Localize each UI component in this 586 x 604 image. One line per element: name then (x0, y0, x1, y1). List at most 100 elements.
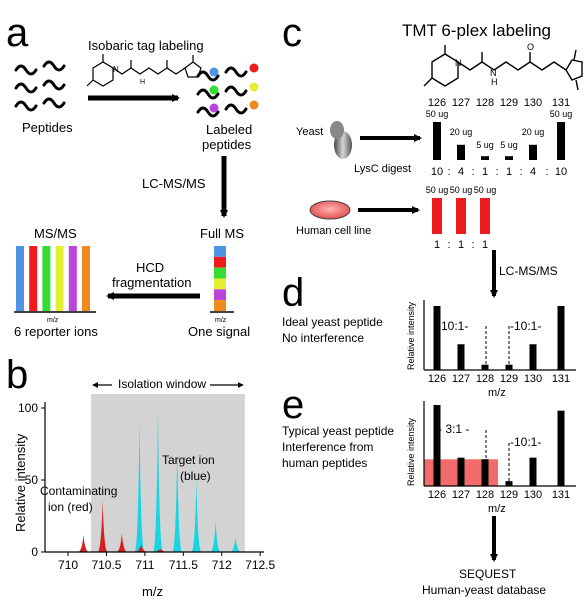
reporter-bar (505, 481, 513, 486)
channel-tick-label: 127 (452, 373, 470, 385)
channel-tick-label: 129 (500, 489, 518, 501)
reporter-bar (505, 364, 513, 370)
d-ratio-left: -10:1- (437, 319, 468, 333)
reporter-bar (481, 459, 489, 486)
human-amount-bar (480, 198, 490, 234)
x-tick-label: 712.5 (245, 558, 275, 572)
channel-tick-label: 128 (476, 489, 494, 501)
d-ylabel: Relative intensity (406, 301, 416, 370)
reporter-bar (433, 305, 441, 370)
channel-label: 131 (552, 97, 570, 109)
yeast-ratio-token: 10 (555, 166, 567, 178)
human-ratio-token: 1 (458, 239, 464, 251)
tag-dot (249, 82, 259, 92)
e-xlabel: m/z (488, 503, 506, 515)
tag-dots (209, 63, 259, 113)
yeast-amount-bar (557, 122, 565, 160)
e-ratio-right: -10:1- (510, 435, 541, 449)
x-tick-label: 712 (212, 558, 232, 572)
isobaric-tag-label: Isobaric tag labeling (88, 38, 204, 53)
contaminating-ion-peak (78, 534, 89, 552)
yeast-ratio-token: : (545, 166, 548, 178)
tmt-structure-c (423, 45, 583, 91)
reporter-bar (557, 410, 565, 486)
channel-tick-label: 129 (500, 373, 518, 385)
x-tick-label: 710.5 (91, 558, 121, 572)
yeast-ratio-token: : (519, 166, 522, 178)
channel-label: 129 (500, 97, 518, 109)
target-ion-peak (172, 449, 183, 552)
d-xlabel: m/z (488, 387, 506, 399)
e-ylabel: Relative intensity (406, 417, 416, 486)
reporter-bar (529, 457, 537, 486)
reporter-bar (457, 457, 465, 486)
yeast-amount-label: 20 ug (522, 127, 545, 137)
contaminating-ion-peak (155, 549, 166, 552)
nh-label-a: H (140, 79, 145, 86)
yeast-ratio-token: 10 (431, 166, 443, 178)
reporter-ion-bar (29, 246, 38, 311)
human-ratio-token: 1 (482, 239, 488, 251)
panel-e: e Typical yeast peptide Interference fro… (282, 383, 576, 597)
tag-dot (209, 67, 219, 77)
lcms-label-c: LC-MS/MS (499, 264, 558, 278)
tag-dot (249, 63, 259, 73)
channel-tick-label: 127 (452, 489, 470, 501)
human-ratio-token: : (447, 239, 450, 251)
spectrum-ylabel: Relative intensity (13, 433, 28, 532)
one-signal-label: One signal (188, 324, 250, 339)
d-line2: No interference (282, 331, 364, 345)
yeast-amount-label: 50 ug (426, 109, 449, 119)
human-amount-label: 50 ug (426, 185, 449, 195)
h-label-c: H (491, 77, 498, 87)
human-amount-bar (456, 198, 466, 234)
reporter-ion-bars (16, 246, 90, 311)
yeast-cell-icon (330, 121, 344, 139)
isolation-window-label: Isolation window (118, 377, 206, 391)
human-ratio-token: 1 (434, 239, 440, 251)
reporter-bar (529, 344, 537, 370)
full-ms-segment (214, 300, 226, 311)
hcd-line1: HCD (136, 260, 164, 275)
full-ms-segment (214, 246, 226, 257)
target-ion-peak (153, 408, 163, 552)
x-tick-label: 710 (58, 558, 78, 572)
reporter-bar (457, 344, 465, 370)
yeast-amount-bar (457, 144, 465, 160)
yeast-amount-label: 5 ug (476, 140, 494, 150)
yeast-amount-bar (505, 156, 513, 160)
channel-tick-label: 126 (428, 373, 446, 385)
full-ms-signal (214, 246, 226, 311)
channel-label: 128 (476, 97, 494, 109)
full-ms-segment (214, 278, 226, 290)
full-ms-mz: m/z (215, 317, 227, 324)
yeast-amount-label: 50 ug (550, 109, 573, 119)
yeast-ratio-token: : (495, 166, 498, 178)
channel-tick-label: 130 (524, 373, 542, 385)
yeast-amount-bar (433, 122, 441, 160)
reporter-ion-bar (55, 246, 64, 311)
y-tick-label: 0 (31, 545, 38, 559)
channel-tick-label: 130 (524, 489, 542, 501)
e-line3: human peptides (282, 456, 367, 470)
reporter-ion-bar (82, 246, 90, 311)
labeled-peptides-squiggles (196, 66, 248, 118)
target-ion-peak (210, 520, 221, 552)
hcd-line2: fragmentation (112, 275, 192, 290)
tag-dot (249, 100, 259, 110)
yeast-ratio-token: 1 (506, 166, 512, 178)
channel-label: 126 (428, 97, 446, 109)
panel-letter-c: c (282, 11, 302, 55)
labeled-line1: Labeled (206, 122, 252, 137)
tag-dot (209, 85, 219, 95)
target-ion-peak (230, 537, 241, 552)
reporter-ion-bar (42, 246, 51, 311)
yeast-amount-bar (529, 144, 537, 160)
full-ms-segment (214, 267, 226, 279)
contaminating-ion-peak (117, 533, 127, 552)
